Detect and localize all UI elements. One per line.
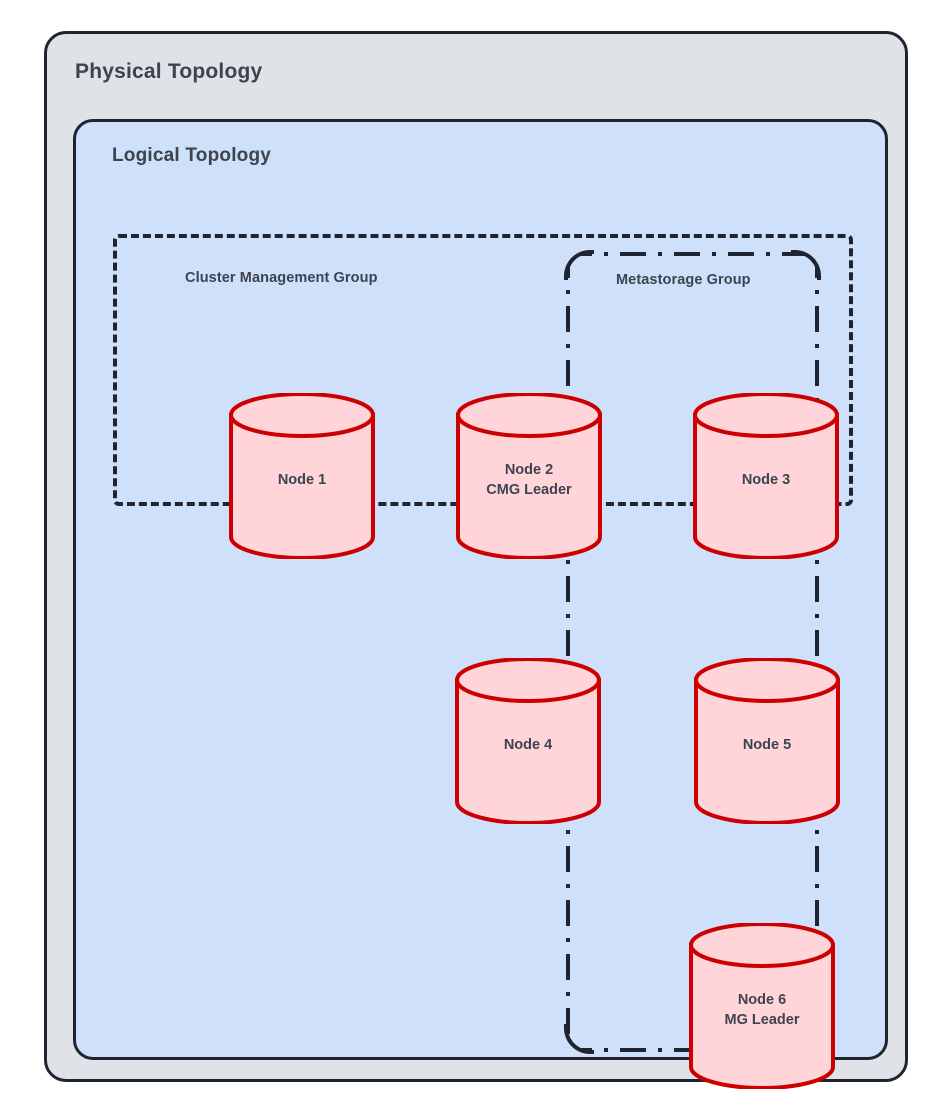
corner-top-left (564, 250, 594, 280)
cylinder-icon (455, 658, 601, 824)
metastorage-group-box: Metastorage Group (564, 250, 821, 1054)
cylinder-icon (229, 393, 375, 559)
physical-topology-container: Physical Topology Logical Topology Clust… (44, 31, 908, 1089)
node-cylinder-5[interactable]: Node 5 (693, 658, 841, 824)
corner-bottom-left (564, 1024, 594, 1054)
node-cylinder-6[interactable]: Node 6 MG Leader (688, 923, 836, 1089)
node-cylinder-3[interactable]: Node 3 (692, 393, 840, 559)
node-cylinder-1[interactable]: Node 1 (228, 393, 376, 559)
cylinder-icon (693, 393, 839, 559)
metastorage-group-label: Metastorage Group (616, 272, 751, 288)
logical-topology-container: Logical Topology Cluster Management Grou… (73, 119, 888, 1089)
cluster-management-group-label: Cluster Management Group (185, 270, 378, 286)
node-cylinder-4[interactable]: Node 4 (454, 658, 602, 824)
cylinder-icon (456, 393, 602, 559)
logical-topology-title: Logical Topology (112, 145, 272, 166)
cylinder-icon (694, 658, 840, 824)
cylinder-icon (689, 923, 835, 1089)
node-cylinder-2[interactable]: Node 2 CMG Leader (455, 393, 603, 559)
physical-topology-title: Physical Topology (75, 60, 263, 83)
corner-top-right (791, 250, 821, 280)
